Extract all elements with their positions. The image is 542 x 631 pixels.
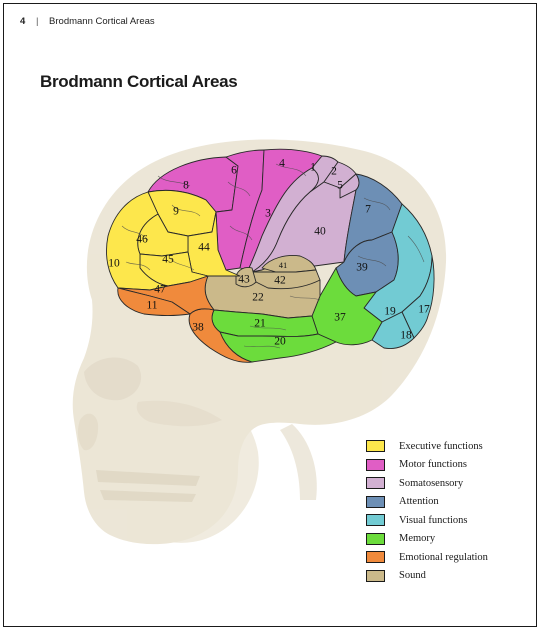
area-label-42: 42 (274, 275, 286, 287)
legend-swatch (366, 514, 385, 526)
area-label-41: 41 (279, 260, 288, 270)
neck-vertebrae (280, 424, 317, 500)
area-label-43: 43 (238, 274, 250, 286)
area-label-1: 1 (310, 162, 316, 174)
legend: Executive functions Motor functions Soma… (366, 437, 526, 585)
area-label-8: 8 (183, 180, 189, 192)
legend-item: Emotional regulation (366, 548, 526, 566)
legend-label: Somatosensory (399, 478, 463, 489)
area-label-44: 44 (198, 242, 210, 254)
area-label-7: 7 (365, 204, 371, 216)
legend-label: Attention (399, 496, 439, 507)
area-label-46: 46 (136, 234, 148, 246)
area-label-9: 9 (173, 206, 179, 218)
area-label-17: 17 (418, 304, 430, 316)
area-label-22: 22 (252, 292, 264, 304)
legend-item: Memory (366, 530, 526, 548)
area-label-3: 3 (265, 208, 271, 220)
legend-swatch (366, 570, 385, 582)
area-label-10: 10 (108, 258, 120, 270)
legend-swatch (366, 496, 385, 508)
legend-item: Attention (366, 493, 526, 511)
legend-item: Somatosensory (366, 474, 526, 492)
legend-swatch (366, 477, 385, 489)
area-label-4: 4 (279, 158, 285, 170)
area-label-47: 47 (154, 284, 166, 296)
legend-item: Visual functions (366, 511, 526, 529)
legend-label: Executive functions (399, 441, 483, 452)
legend-swatch (366, 459, 385, 471)
legend-item: Executive functions (366, 437, 526, 455)
legend-label: Emotional regulation (399, 552, 488, 563)
area-label-11: 11 (146, 300, 157, 312)
area-label-18: 18 (400, 330, 412, 342)
legend-label: Motor functions (399, 459, 467, 470)
legend-swatch (366, 533, 385, 545)
legend-item: Motor functions (366, 456, 526, 474)
area-label-37: 37 (334, 312, 346, 324)
area-label-21: 21 (254, 318, 266, 330)
area-label-39: 39 (356, 262, 368, 274)
legend-swatch (366, 551, 385, 563)
area-label-2: 2 (331, 166, 337, 178)
area-label-38: 38 (192, 322, 204, 334)
legend-label: Visual functions (399, 515, 468, 526)
area-label-40: 40 (314, 226, 326, 238)
legend-label: Sound (399, 570, 426, 581)
area-label-45: 45 (162, 254, 174, 266)
legend-label: Memory (399, 533, 435, 544)
area-label-20: 20 (274, 336, 286, 348)
legend-swatch (366, 440, 385, 452)
area-label-19: 19 (384, 306, 396, 318)
area-label-5: 5 (337, 180, 343, 192)
legend-item: Sound (366, 567, 526, 585)
area-label-6: 6 (231, 165, 237, 177)
